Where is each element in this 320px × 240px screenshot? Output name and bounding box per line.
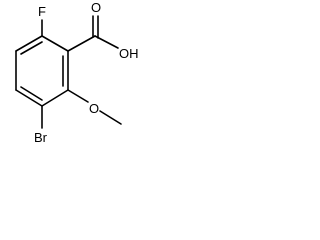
methoxy-oxygen-label: O xyxy=(89,101,99,116)
carbonyl-oxygen-label: O xyxy=(91,0,101,15)
ring-bond-lower-right xyxy=(41,89,69,107)
ring-bond-bottom-left xyxy=(15,89,43,107)
ring-bond-bottom-left-inner xyxy=(20,86,43,101)
ring-bond-top-left-inner xyxy=(20,41,43,55)
ring-bond-top-left xyxy=(15,35,43,52)
o-methyl-bond xyxy=(99,110,122,125)
hydroxyl-label: OH xyxy=(119,46,139,61)
c-o-methoxy-bond xyxy=(67,89,89,103)
c-oh-bond xyxy=(94,35,119,49)
bromine-label: Br xyxy=(34,130,48,145)
fluorine-label: F xyxy=(38,4,46,19)
c-carboxyl-bond xyxy=(67,35,96,52)
structure-diagram: F O OH O Br xyxy=(15,0,139,145)
ring-bond-top xyxy=(41,35,69,52)
